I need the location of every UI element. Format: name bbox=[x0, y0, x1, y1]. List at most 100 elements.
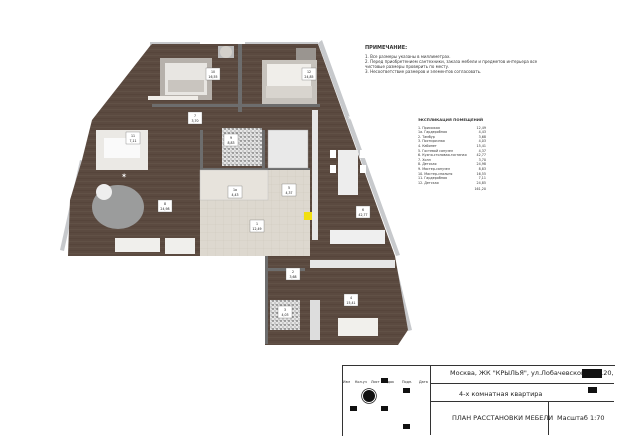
explication-room-name: 7. Холл bbox=[418, 157, 431, 162]
explication-room-name: 8. Детская bbox=[418, 162, 437, 167]
sig-header-3: Лист bbox=[371, 380, 380, 384]
explication-room-area: 8,83 bbox=[478, 166, 486, 171]
explication-row: 6. Кухня-столовая-гостиная 42,77 bbox=[418, 153, 486, 158]
explication-title: ЭКСПЛИКАЦИЯ ПОМЕЩЕНИЙ bbox=[418, 117, 484, 122]
room-number: 12 bbox=[307, 70, 311, 74]
room-area: 7,11 bbox=[129, 139, 136, 143]
sig-header-4: № док bbox=[383, 380, 395, 384]
room-label-8: 8 24,98 bbox=[157, 199, 173, 213]
room-area: 24,98 bbox=[160, 207, 169, 211]
room-label-5: 5 4,37 bbox=[281, 183, 297, 197]
apartment-type: 4-х комнатная квартира bbox=[459, 390, 543, 398]
explication-room-area: 4,03 bbox=[478, 139, 486, 144]
stamp-divider bbox=[430, 383, 614, 384]
room-area: 42,77 bbox=[358, 213, 367, 217]
sig-header-1: Изм bbox=[343, 380, 350, 384]
note-line: 3. Несоответствие размеров и элементов с… bbox=[365, 69, 482, 74]
room-area: 3,68 bbox=[289, 275, 296, 279]
room-number: 6 bbox=[362, 208, 364, 212]
star-decor: ✶ ✶ ✶ bbox=[121, 114, 357, 304]
explication-room-name: 4. Кабинет bbox=[418, 143, 437, 148]
explication-room-name: 1. Прихожая bbox=[418, 125, 440, 130]
room-labels: 1 12,49 1а 4,43 2 3,68 3 4,03 4 15,41 5 … bbox=[125, 67, 371, 319]
sig-header-6: Дата bbox=[419, 380, 428, 384]
redacted-mark bbox=[403, 424, 410, 429]
stamp-frame bbox=[342, 365, 615, 436]
project-address: Москва, ЖК "КРЫЛЬЯ", ул.Лобачевского, д.… bbox=[450, 369, 614, 377]
room-explication: ЭКСПЛИКАЦИЯ ПОМЕЩЕНИЙ 1. Прихожая 12,49 1а… bbox=[418, 117, 486, 192]
explication-room-area: 16,55 bbox=[476, 171, 486, 176]
kitchen-furniture bbox=[310, 110, 395, 268]
sheet-title: ПЛАН РАССТАНОВКИ МЕБЕЛИ bbox=[452, 414, 554, 422]
room-label-3: 3 4,03 bbox=[277, 305, 293, 319]
room-number: 2 bbox=[292, 270, 294, 274]
room-area: 3,70 bbox=[191, 119, 198, 123]
explication-room-area: 24,98 bbox=[476, 162, 486, 167]
explication-room-area: 3,68 bbox=[478, 134, 486, 139]
explication-room-name: 6. Кухня-столовая-гостиная bbox=[418, 153, 467, 158]
sig-header-2: Кол.уч bbox=[355, 380, 367, 384]
note-line: чистовые размеры проверить по месту. bbox=[365, 64, 450, 69]
scale: Масштаб 1:70 bbox=[557, 414, 605, 422]
room-number: 4 bbox=[350, 296, 352, 300]
room-label-7: 7 3,70 bbox=[187, 111, 203, 125]
sig-header-5: Подп. bbox=[402, 380, 413, 384]
explication-room-area: 12,49 bbox=[476, 125, 486, 130]
note-line: 1. Все размеры указаны в миллиметрах. bbox=[365, 54, 451, 59]
room-label-4: 4 15,41 bbox=[343, 293, 359, 307]
room-label-1a: 1а 4,43 bbox=[227, 185, 243, 199]
explication-room-name: 2. Тамбур bbox=[418, 134, 435, 139]
star-icon: ✶ bbox=[121, 172, 127, 180]
explication-room-area: 15,41 bbox=[476, 143, 486, 148]
master-bedroom-furniture bbox=[148, 46, 234, 100]
room-label-2: 2 3,68 bbox=[285, 267, 301, 281]
redacted-mark bbox=[582, 369, 602, 378]
explication-rows: 1. Прихожая 12,49 1а. Гардеробная 4,43 2. Та… bbox=[418, 126, 486, 186]
explication-total: 161,20 bbox=[474, 187, 486, 192]
explication-room-area: 4,43 bbox=[478, 130, 486, 135]
room-number: 11 bbox=[131, 134, 135, 138]
redacted-mark bbox=[381, 406, 388, 411]
bedroom-2-furniture bbox=[262, 48, 317, 104]
stamp-divider bbox=[430, 401, 614, 402]
room-area: 4,03 bbox=[281, 313, 288, 317]
explication-room-area: 42,77 bbox=[476, 153, 486, 158]
accent-column bbox=[304, 212, 312, 220]
walls bbox=[152, 44, 320, 344]
room-number: 1а bbox=[233, 188, 237, 192]
redacted-mark bbox=[350, 406, 357, 411]
redacted-mark bbox=[403, 388, 410, 393]
logo-stamp bbox=[362, 389, 376, 403]
room-number: 9 bbox=[230, 136, 232, 140]
room-label-12: 12 24,85 bbox=[301, 67, 317, 81]
explication-room-name: 12. Детская bbox=[418, 180, 439, 185]
room-label-6: 6 42,77 bbox=[355, 205, 371, 219]
room-number: 8 bbox=[164, 202, 166, 206]
room-area: 16,55 bbox=[208, 75, 217, 79]
room-number: 1 bbox=[256, 222, 258, 226]
star-icon: ✶ bbox=[351, 296, 357, 304]
bathroom-fixtures bbox=[267, 129, 309, 169]
redacted-mark bbox=[381, 378, 388, 383]
explication-room-name: 3. Постирочная bbox=[418, 139, 445, 144]
bathroom-floor bbox=[222, 128, 262, 166]
explication-row: 8. Детская 24,98 bbox=[418, 162, 486, 167]
stamp-divider bbox=[548, 401, 549, 435]
room-number: 7 bbox=[194, 114, 196, 118]
explication-room-name: 11. Гардеробная bbox=[418, 176, 448, 181]
room-number: 10 bbox=[211, 70, 215, 74]
stamp-divider bbox=[430, 365, 431, 435]
room-number: 3 bbox=[284, 308, 286, 312]
room-label-11: 11 7,11 bbox=[125, 131, 141, 145]
explication-room-name: 5. Гостевой санузел bbox=[418, 148, 453, 153]
explication-row: 4. Кабинет 15,41 bbox=[418, 144, 486, 149]
room-number: 5 bbox=[288, 186, 290, 190]
notes-title: ПРИМЕЧАНИЕ: bbox=[365, 45, 408, 51]
explication-room-name: 1а. Гардеробная bbox=[418, 130, 447, 135]
room-area: 12,49 bbox=[252, 227, 261, 231]
